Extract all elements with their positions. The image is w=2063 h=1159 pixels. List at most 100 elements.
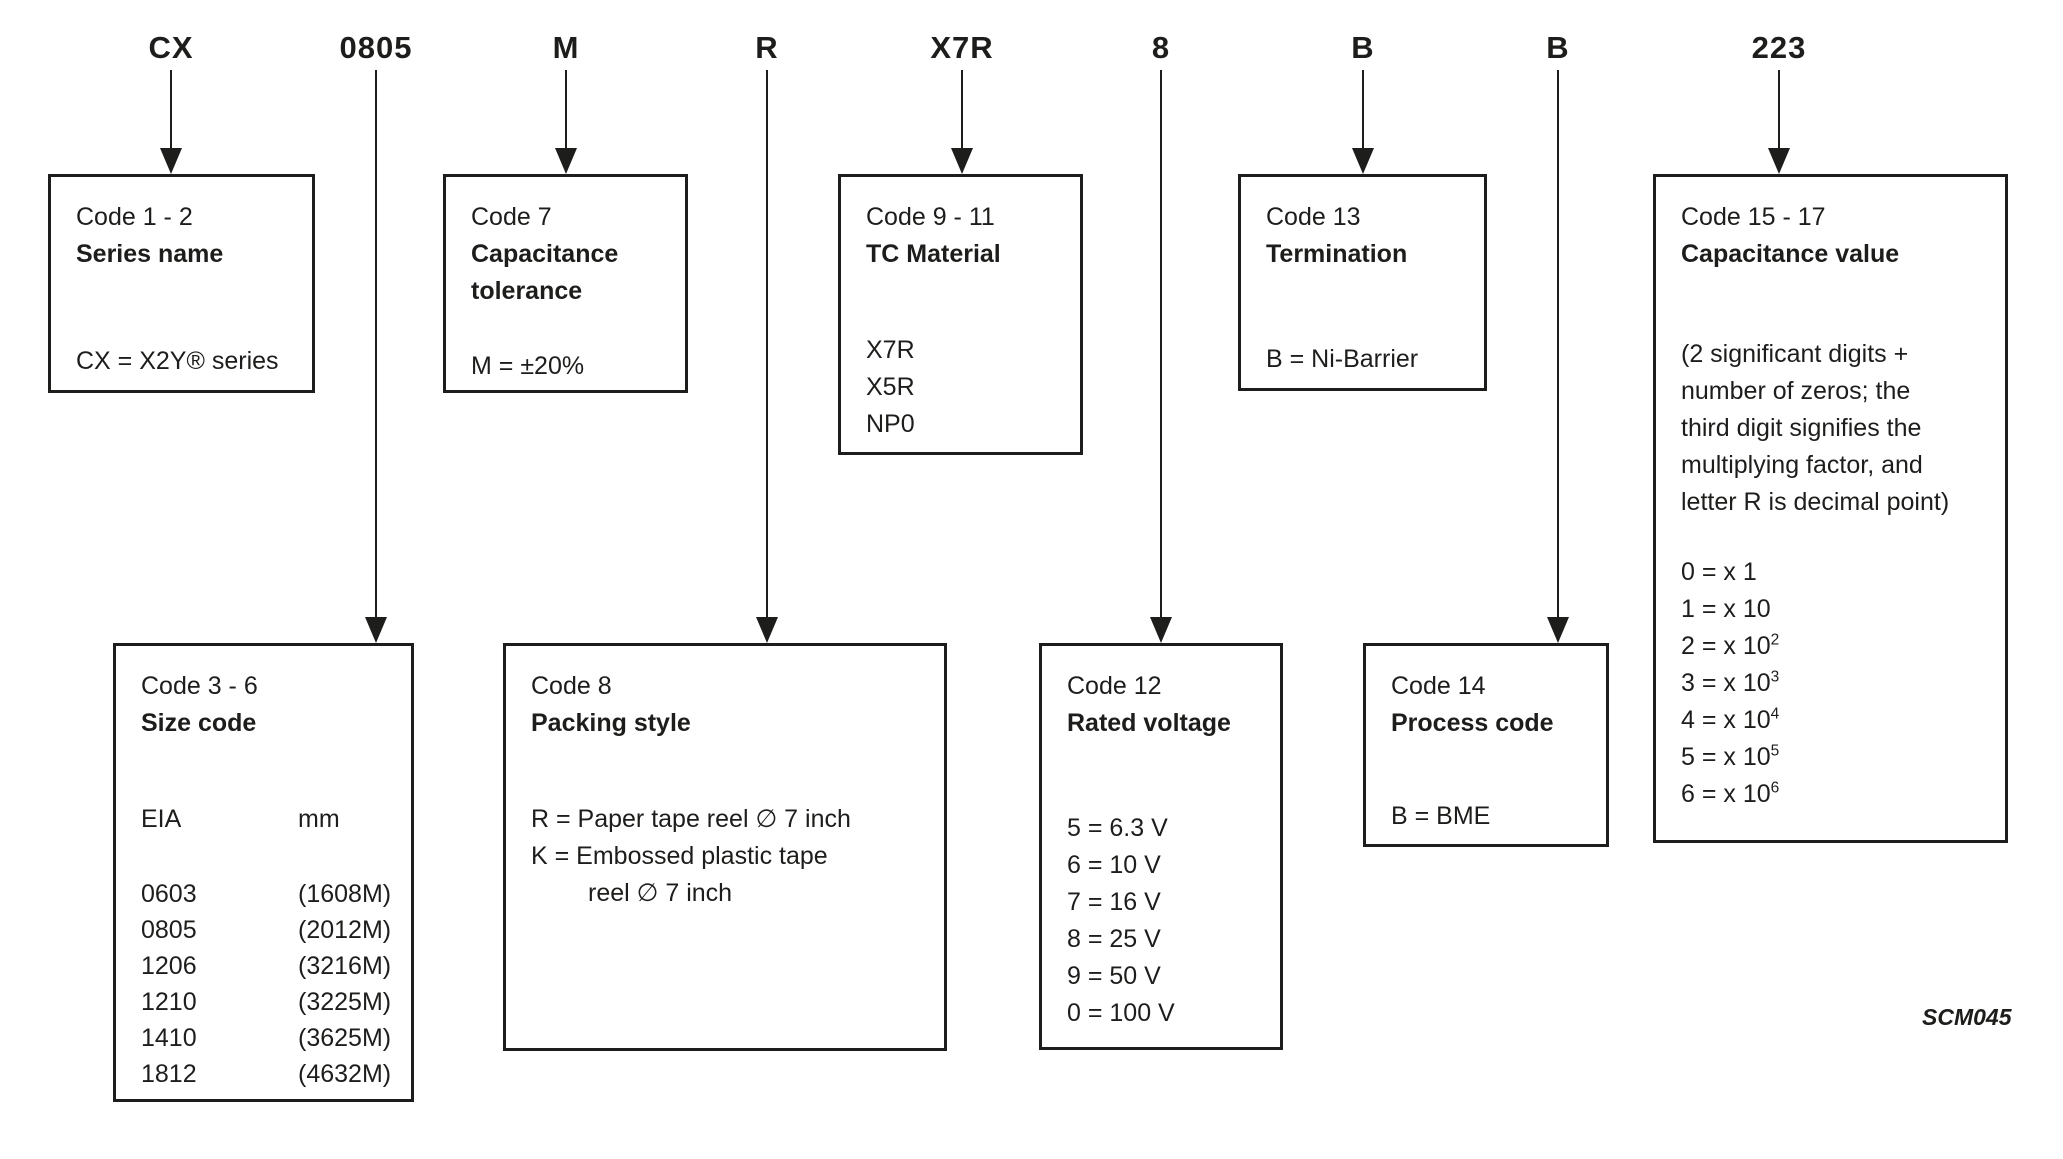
box-process-code: Code 14 Process code B = BME (1363, 643, 1609, 847)
size-table-row: 0603(1608M) (141, 880, 392, 908)
box-title: Termination (1266, 240, 1408, 268)
segment-label-cap-value: 223 (1751, 30, 1807, 65)
size-table-row: 1812(4632M) (141, 1060, 392, 1088)
code-range-label: Code 12 (1067, 672, 1162, 700)
segment-label-series: CX (148, 30, 194, 65)
segment-label-termination: B (1351, 30, 1375, 65)
figure-code: SCM045 (1922, 1004, 2012, 1030)
size-column-header-mm: mm (298, 805, 340, 833)
multiplier-row: 5 = x 105 (1681, 742, 1780, 771)
multiplier-row: 6 = x 106 (1681, 779, 1780, 808)
tc-material-option: X5R (866, 373, 915, 401)
box-title: Series name (76, 240, 224, 268)
arrow-shaft (1160, 70, 1162, 617)
box-packing-style: Code 8 Packing style R = Paper tape reel… (503, 643, 947, 1051)
multiplier-list: 0 = x 1 1 = x 10 2 = x 102 3 = x 103 4 =… (1681, 554, 1985, 813)
box-title: Packing style (531, 709, 691, 737)
tc-material-option: NP0 (866, 410, 915, 438)
segment-label-packing: R (755, 30, 779, 65)
arrow-shaft (565, 70, 567, 148)
box-title: Size code (141, 709, 257, 737)
code-range-label: Code 8 (531, 672, 612, 700)
capacitance-value-note: (2 significant digits + number of zeros;… (1681, 336, 1985, 521)
voltage-option: 8 = 25 V (1067, 925, 1161, 953)
arrow-shaft (375, 70, 377, 617)
voltage-option: 9 = 50 V (1067, 962, 1161, 990)
arrow-to-termination-box (1352, 70, 1374, 174)
segment-label-voltage: 8 (1151, 30, 1171, 65)
arrow-to-process-box (1547, 70, 1569, 643)
arrow-to-tolerance-box (555, 70, 577, 174)
voltage-option: 5 = 6.3 V (1067, 814, 1168, 842)
box-capacitance-tolerance: Code 7 Capacitance tolerance M = ±20% (443, 174, 688, 393)
arrow-to-size-box (365, 70, 387, 643)
voltage-list: 5 = 6.3 V 6 = 10 V 7 = 16 V 8 = 25 V 9 =… (1067, 810, 1260, 1032)
arrow-to-tc-material-box (951, 70, 973, 174)
arrowhead-icon (1150, 617, 1172, 643)
tc-material-list: X7R X5R NP0 (866, 332, 1060, 443)
packing-option: R = Paper tape reel ∅ 7 inch (531, 805, 851, 833)
tc-material-option: X7R (866, 336, 915, 364)
arrowhead-icon (365, 617, 387, 643)
size-column-header-eia: EIA (141, 805, 182, 833)
process-value: B = BME (1391, 802, 1491, 830)
box-title: Process code (1391, 709, 1554, 737)
multiplier-row: 4 = x 104 (1681, 705, 1780, 734)
box-rated-voltage: Code 12 Rated voltage 5 = 6.3 V 6 = 10 V… (1039, 643, 1283, 1050)
series-value: CX = X2Y® series (76, 347, 279, 375)
size-table-header: EIA mm (141, 801, 391, 837)
arrowhead-icon (756, 617, 778, 643)
multiplier-row: 1 = x 10 (1681, 595, 1771, 623)
packing-option-continuation: reel ∅ 7 inch (588, 879, 733, 907)
arrow-to-voltage-box (1150, 70, 1172, 643)
voltage-option: 7 = 16 V (1067, 888, 1161, 916)
code-range-label: Code 15 - 17 (1681, 203, 1826, 231)
note-line: letter R is decimal point) (1681, 488, 1950, 516)
multiplier-row: 0 = x 1 (1681, 558, 1757, 586)
box-title: Capacitance value (1681, 240, 1900, 268)
size-table-row: 1210(3225M) (141, 988, 392, 1016)
voltage-option: 0 = 100 V (1067, 999, 1175, 1027)
arrow-shaft (766, 70, 768, 617)
arrow-shaft (1557, 70, 1559, 617)
size-table-row: 0805(2012M) (141, 916, 392, 944)
arrow-shaft (961, 70, 963, 148)
arrow-shaft (1362, 70, 1364, 148)
segment-label-size: 0805 (339, 30, 413, 65)
box-title: Capacitance tolerance (471, 240, 619, 305)
box-capacitance-value: Code 15 - 17 Capacitance value (2 signif… (1653, 174, 2008, 843)
arrowhead-icon (951, 148, 973, 174)
arrowhead-icon (1547, 617, 1569, 643)
box-title: TC Material (866, 240, 1001, 268)
note-line: number of zeros; the (1681, 377, 1911, 405)
tolerance-value: M = ±20% (471, 352, 585, 380)
arrow-to-cap-value-box (1768, 70, 1790, 174)
segment-label-tc-material: X7R (930, 30, 994, 65)
packing-options: R = Paper tape reel ∅ 7 inch K = Embosse… (531, 801, 924, 912)
voltage-option: 6 = 10 V (1067, 851, 1161, 879)
arrowhead-icon (1352, 148, 1374, 174)
size-table-rows: 0603(1608M) 0805(2012M) 1206(3216M) 1210… (141, 876, 391, 1092)
arrowhead-icon (1768, 148, 1790, 174)
code-range-label: Code 7 (471, 203, 552, 231)
multiplier-row: 3 = x 103 (1681, 668, 1780, 697)
segment-label-process: B (1546, 30, 1570, 65)
arrowhead-icon (555, 148, 577, 174)
note-line: multiplying factor, and (1681, 451, 1923, 479)
code-range-label: Code 14 (1391, 672, 1486, 700)
box-title: Rated voltage (1067, 709, 1231, 737)
packing-option: K = Embossed plastic tape (531, 842, 828, 870)
box-tc-material: Code 9 - 11 TC Material X7R X5R NP0 (838, 174, 1083, 455)
box-size-code: Code 3 - 6 Size code EIA mm 0603(1608M) … (113, 643, 414, 1102)
segment-label-tolerance: M (552, 30, 580, 65)
code-range-label: Code 1 - 2 (76, 203, 193, 231)
arrow-shaft (1778, 70, 1780, 148)
note-line: (2 significant digits + (1681, 340, 1909, 368)
code-range-label: Code 9 - 11 (866, 203, 995, 231)
termination-value: B = Ni-Barrier (1266, 345, 1419, 373)
arrowhead-icon (160, 148, 182, 174)
box-series-name: Code 1 - 2 Series name CX = X2Y® series (48, 174, 315, 393)
code-range-label: Code 13 (1266, 203, 1361, 231)
box-termination: Code 13 Termination B = Ni-Barrier (1238, 174, 1487, 391)
arrow-to-series-box (160, 70, 182, 174)
